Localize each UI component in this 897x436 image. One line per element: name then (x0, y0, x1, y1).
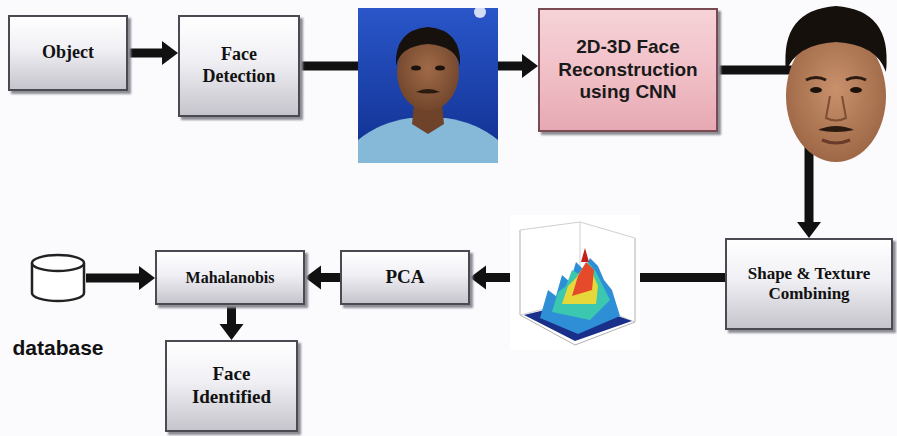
flow-arrow (86, 266, 155, 290)
face-photo (358, 6, 498, 163)
box-label: Shape & Texture Combining (733, 264, 885, 305)
box-label: PCA (385, 266, 424, 289)
process-box: PCA (340, 250, 470, 305)
database-label: database (12, 335, 103, 360)
box-label: Mahalanobis (186, 268, 275, 287)
process-box: Object (8, 15, 128, 91)
box-label: 2D-3D Face Reconstruction using CNN (546, 36, 710, 104)
database-cylinder: database (30, 253, 86, 303)
process-box: Face Detection (178, 15, 300, 117)
flow-arrow (220, 305, 244, 340)
cylinder-outline (30, 253, 86, 303)
box-label: Object (42, 42, 94, 64)
surface-plot (510, 215, 640, 350)
process-box: Face Identified (165, 340, 298, 432)
face-crop (785, 6, 886, 162)
box-label: Face Detection (186, 44, 292, 87)
flow-arrow (128, 41, 178, 65)
process-box: 2D-3D Face Reconstruction using CNN (538, 8, 718, 132)
flow-arrow (305, 266, 340, 290)
process-box: Mahalanobis (155, 250, 305, 305)
box-label: Face Identified (173, 363, 290, 409)
process-box: Shape & Texture Combining (725, 238, 893, 330)
